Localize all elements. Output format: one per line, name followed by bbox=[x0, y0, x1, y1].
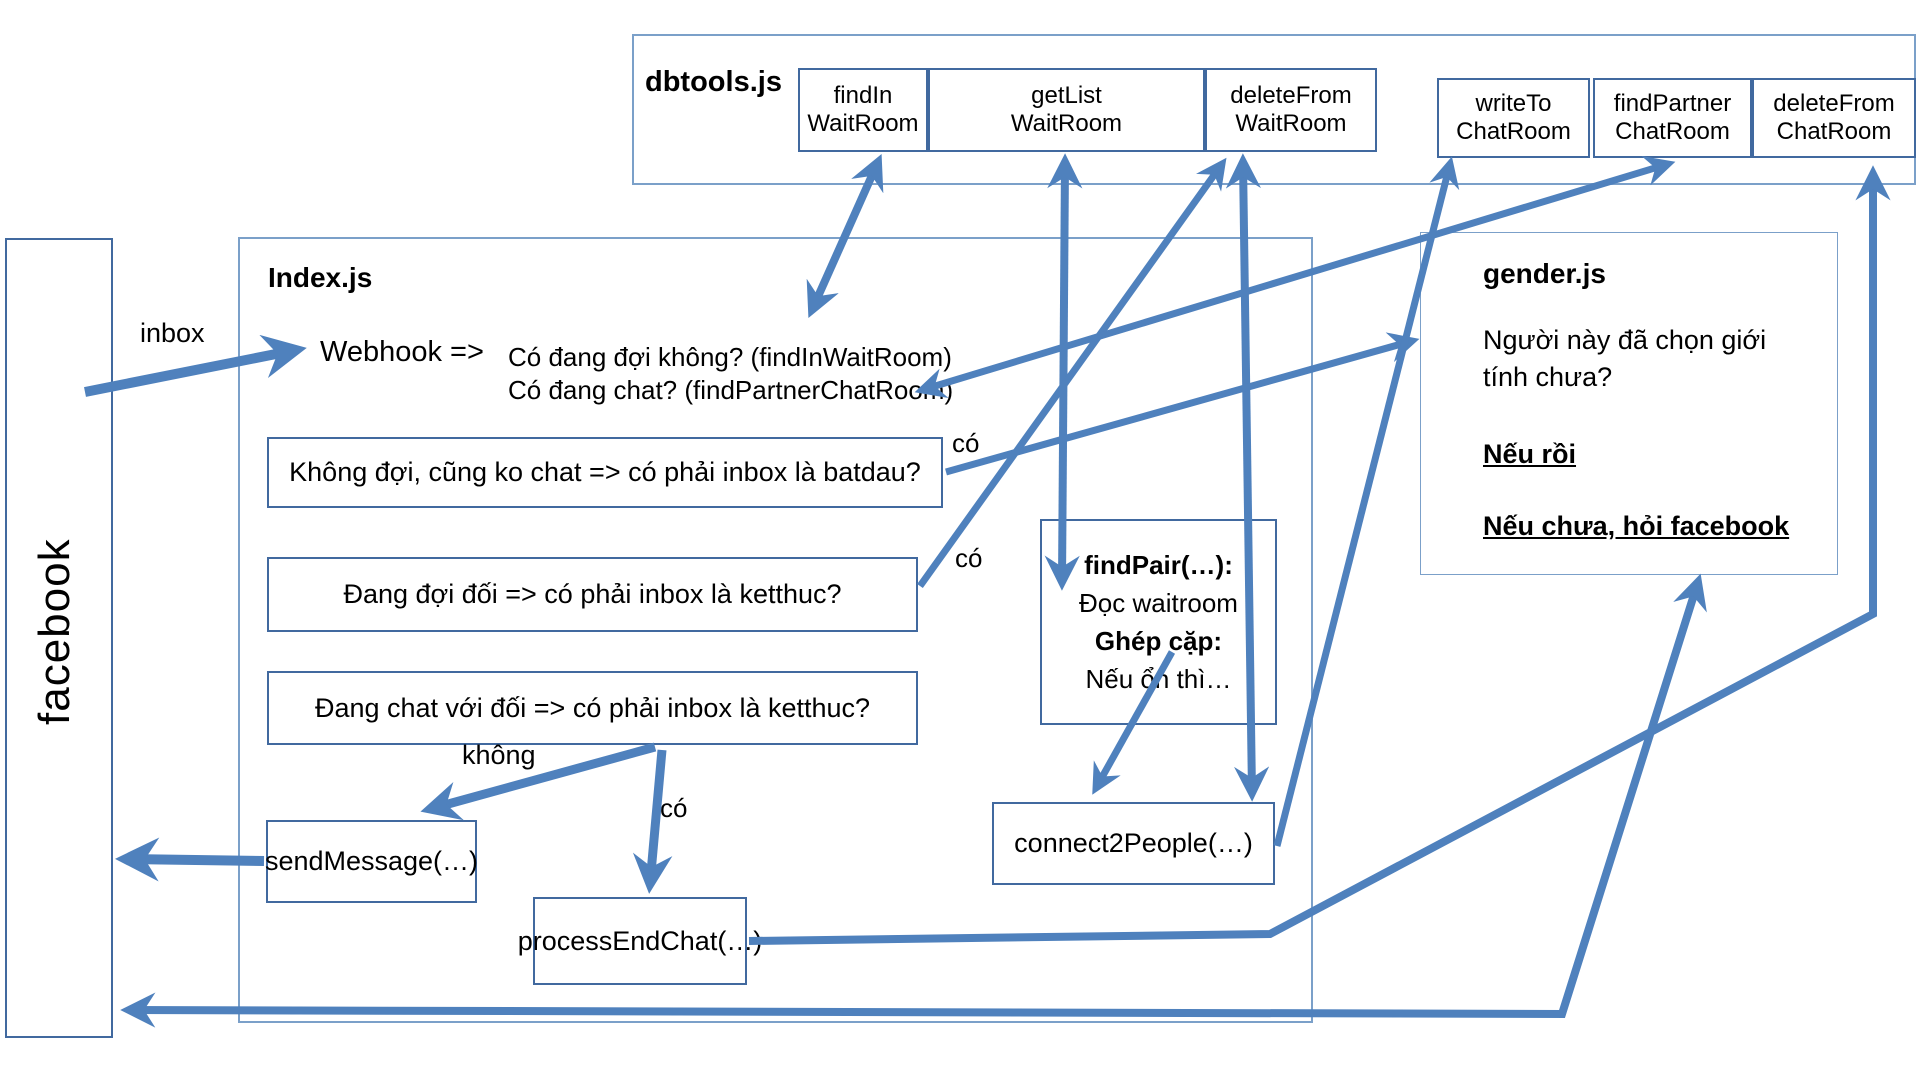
method-writetochatroom: writeTo ChatRoom bbox=[1437, 78, 1590, 158]
connect2people-box: connect2People(…) bbox=[992, 802, 1275, 885]
method-label: ChatRoom bbox=[1456, 118, 1571, 145]
gender-question: Người này đã chọn giới tính chưa? bbox=[1483, 325, 1767, 392]
findpair-line: Ghép cặp: bbox=[1094, 626, 1223, 656]
method-label: WaitRoom bbox=[1235, 110, 1347, 137]
inbox-label: inbox bbox=[140, 318, 205, 348]
method-getlistwaitroom: getList WaitRoom bbox=[928, 68, 1205, 152]
khong-label: không bbox=[462, 740, 536, 770]
connect2people-label: connect2People(…) bbox=[1014, 828, 1253, 858]
question-text: Đang chat với đối => có phải inbox là ke… bbox=[314, 692, 871, 723]
processendchat-box: processEndChat(…) bbox=[518, 897, 762, 985]
gender-if-no: Nếu chưa, hỏi facebook bbox=[1483, 511, 1790, 541]
dbtools-title: dbtools.js bbox=[645, 66, 782, 98]
method-label: ChatRoom bbox=[1615, 118, 1730, 145]
check-wait-text: Có đang đợi không? (findInWaitRoom) bbox=[508, 342, 952, 372]
gender-if-yes: Nếu rồi bbox=[1483, 439, 1577, 469]
facebook-module bbox=[5, 238, 113, 1038]
method-label: WaitRoom bbox=[1010, 110, 1123, 137]
question-box-batdau: Không đợi, cũng ko chat => có phải inbox… bbox=[267, 437, 943, 508]
method-label: ChatRoom bbox=[1776, 118, 1892, 145]
findpair-line: Nếu ổn thì… bbox=[1085, 664, 1232, 694]
method-findpartnerchatroom: findPartner ChatRoom bbox=[1593, 78, 1752, 158]
question-text: Đang đợi đối => có phải inbox là ketthuc… bbox=[343, 579, 842, 609]
method-deletefromchatroom: deleteFrom ChatRoom bbox=[1752, 78, 1916, 158]
question-text: Không đợi, cũng ko chat => có phải inbox… bbox=[289, 457, 921, 487]
question-box-chatting: Đang chat với đối => có phải inbox là ke… bbox=[267, 671, 918, 745]
findpair-line: Đọc waitroom bbox=[1079, 588, 1238, 618]
method-label: findIn bbox=[833, 82, 893, 109]
question-box-waiting: Đang đợi đối => có phải inbox là ketthuc… bbox=[267, 557, 918, 632]
index-title: Index.js bbox=[268, 262, 373, 293]
method-label: WaitRoom bbox=[807, 110, 919, 137]
method-deletefromwaitroom: deleteFrom WaitRoom bbox=[1205, 68, 1377, 152]
method-label: deleteFrom bbox=[1230, 82, 1352, 109]
gender-title: gender.js bbox=[1483, 258, 1606, 289]
method-label: getList bbox=[1031, 82, 1102, 109]
findpair-title: findPair(…): bbox=[1084, 550, 1233, 580]
sendmessage-label: sendMessage(…) bbox=[264, 846, 479, 876]
webhook-label: Webhook => bbox=[320, 336, 484, 368]
facebook-label: facebook bbox=[30, 538, 79, 725]
sendmessage-box: sendMessage(…) bbox=[264, 820, 479, 903]
check-chat-text: Có đang chat? (findPartnerChatRoom) bbox=[508, 375, 954, 405]
co-label-waiting: có bbox=[955, 543, 983, 573]
method-findinwaitroom: findIn WaitRoom bbox=[798, 68, 928, 152]
co-label-batdau: có bbox=[952, 428, 980, 458]
co-label-chatting: có bbox=[660, 793, 688, 823]
method-label: deleteFrom bbox=[1773, 90, 1895, 117]
findpair-box: findPair(…): Đọc waitroom Ghép cặp: Nếu … bbox=[1040, 519, 1277, 725]
method-label: writeTo bbox=[1475, 90, 1552, 117]
method-label: findPartner bbox=[1613, 90, 1732, 117]
processendchat-label: processEndChat(…) bbox=[517, 925, 763, 956]
